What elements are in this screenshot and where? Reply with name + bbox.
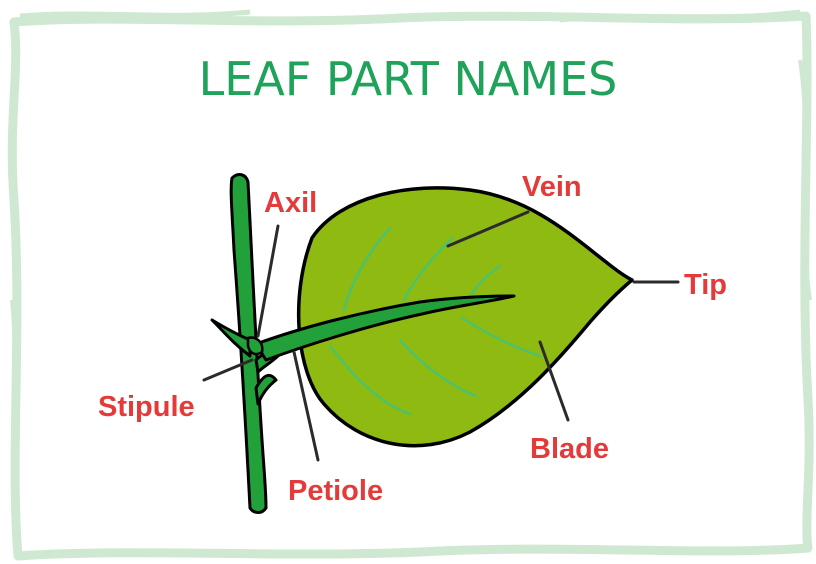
label-blade: Blade [530, 433, 609, 465]
label-axil: Axil [264, 187, 317, 219]
axil-junction [248, 338, 262, 354]
label-tip: Tip [684, 269, 727, 301]
label-petiole: Petiole [288, 475, 383, 507]
label-vein: Vein [522, 171, 582, 203]
label-stipule: Stipule [98, 391, 195, 423]
